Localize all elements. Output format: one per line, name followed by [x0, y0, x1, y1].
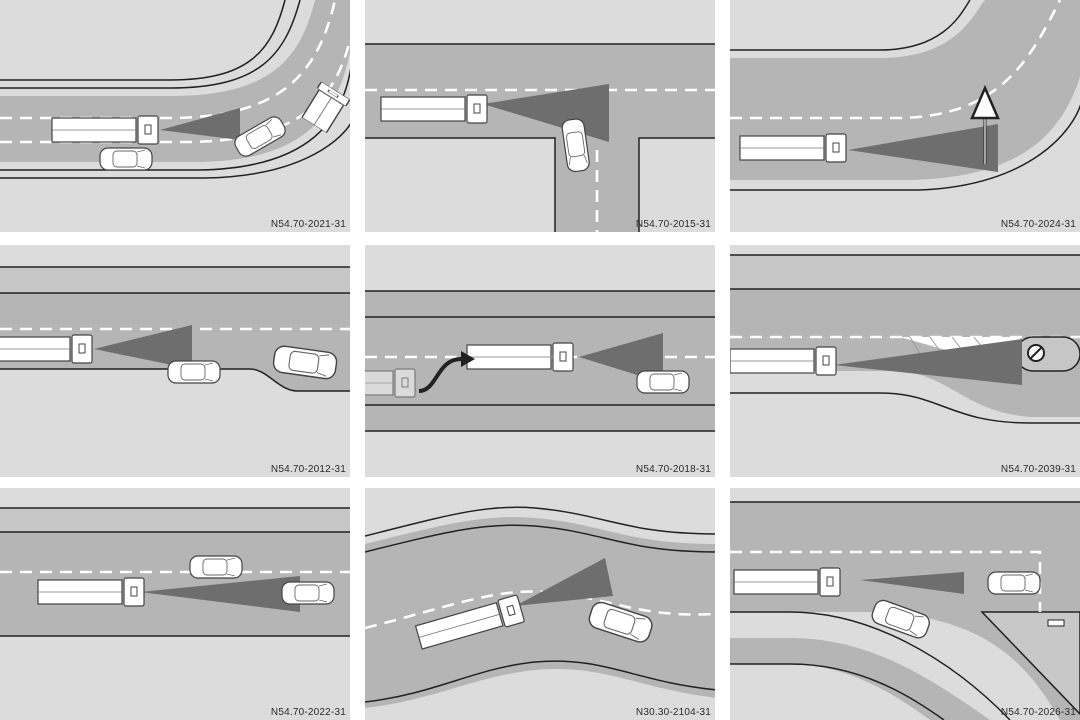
diagram-panel-3: N54.70-2024-31	[730, 0, 1080, 232]
lane-change-diagram	[365, 290, 715, 432]
diagram-code: N54.70-2039-31	[1000, 464, 1076, 475]
winding-road-diagram	[365, 506, 715, 708]
exit-ramp-diagram	[730, 501, 1080, 720]
t-junction-diagram	[365, 43, 715, 232]
diagram-code: N54.70-2012-31	[270, 464, 346, 475]
diagram-panel-8: N30.30-2104-31	[365, 488, 715, 720]
diagram-panel-1: N54.70-2021-31	[0, 0, 350, 232]
diagram-panel-6: N54.70-2039-31	[730, 245, 1080, 477]
road-narrowing-diagram	[730, 254, 1080, 424]
diagram-code: N54.70-2024-31	[1000, 219, 1076, 230]
diagram-panel-2: N54.70-2015-31	[365, 0, 715, 232]
diagram-panel-4: N54.70-2012-31	[0, 245, 350, 477]
diagram-code: N30.30-2104-31	[635, 707, 711, 718]
diagram-code: N54.70-2022-31	[270, 707, 346, 718]
curved-road-diagram	[0, 0, 350, 179]
curve-with-sign-diagram	[730, 0, 1080, 191]
diagram-panel-5: N54.70-2018-31	[365, 245, 715, 477]
diagram-code: N54.70-2021-31	[270, 219, 346, 230]
diagram-code: N54.70-2026-31	[1000, 707, 1076, 718]
diagram-code: N54.70-2015-31	[635, 219, 711, 230]
diagram-panel-9: N54.70-2026-31	[730, 488, 1080, 720]
diagram-panel-7: N54.70-2022-31	[0, 488, 350, 720]
multi-vehicle-diagram	[0, 507, 350, 637]
diagram-code: N54.70-2018-31	[635, 464, 711, 475]
lane-merge-diagram	[0, 266, 350, 392]
